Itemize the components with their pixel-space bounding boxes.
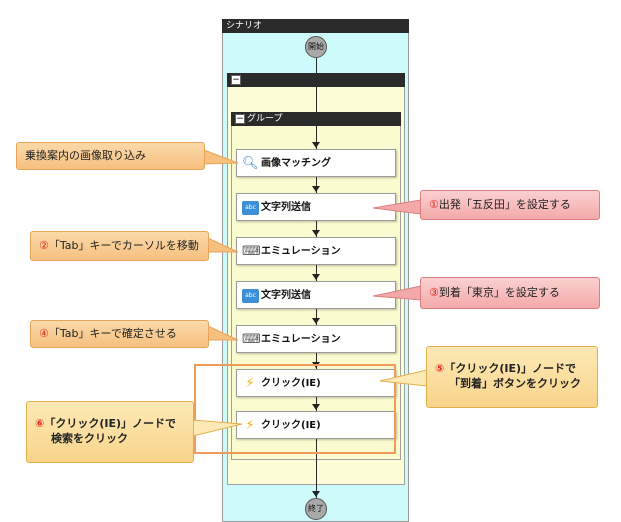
- flow-arrow: [312, 404, 320, 410]
- node-text-send[interactable]: abc 文字列送信: [236, 281, 396, 309]
- end-node[interactable]: 終了: [305, 498, 327, 520]
- callout-text: 出発「五反田」を設定する: [438, 197, 571, 211]
- callout-text: 乗換案内の画像取り込み: [25, 148, 146, 162]
- node-label: クリック(IE): [261, 378, 321, 389]
- collapse-toggle-button[interactable]: −: [231, 75, 241, 85]
- flow-arrow: [312, 491, 320, 497]
- lightning-icon: ⚡︎: [245, 418, 255, 433]
- flow-arrow: [312, 318, 320, 324]
- callout-step-2: ②「Tab」キーでカーソルを移動: [30, 231, 209, 261]
- text-send-icon: abc: [242, 201, 259, 215]
- flow-arrow: [312, 230, 320, 236]
- start-node[interactable]: 開始: [305, 36, 327, 58]
- node-text-send[interactable]: abc 文字列送信: [236, 193, 396, 221]
- callout-text: 「Tab」キーでカーソルを移動: [48, 238, 199, 252]
- callout-text-line2: 検索をクリック: [51, 432, 128, 445]
- flow-arrow: [312, 274, 320, 280]
- scenario-title: シナリオ: [222, 19, 409, 33]
- emulation-icon: ⌨: [242, 332, 261, 347]
- callout-image-capture: 乗換案内の画像取り込み: [16, 142, 205, 170]
- callout-step-4: ④「Tab」キーで確定させる: [30, 320, 209, 348]
- emulation-icon: ⌨: [242, 244, 261, 259]
- flow-arrow: [312, 186, 320, 192]
- step-number: ④: [39, 326, 49, 340]
- node-click-ie[interactable]: ⚡︎ クリック(IE): [236, 369, 396, 397]
- highlight-box: [194, 364, 396, 454]
- step-number: ⑤: [435, 362, 445, 376]
- node-label: クリック(IE): [261, 420, 321, 431]
- callout-text: 到着「東京」を設定する: [438, 285, 560, 299]
- magnifier-icon: 🔍︎: [242, 156, 259, 171]
- node-label: エミュレーション: [261, 334, 341, 345]
- step-number: ①: [429, 197, 439, 211]
- callout-step-5: ⑤「クリック(IE)」ノードで 「到着」ボタンをクリック: [426, 346, 598, 408]
- node-emulation[interactable]: ⌨ エミュレーション: [236, 325, 396, 353]
- group-collapse-toggle-button[interactable]: −: [235, 114, 245, 124]
- callout-text: 「Tab」キーで確定させる: [48, 326, 177, 340]
- callout-step-6: ⑥「クリック(IE)」ノードで 検索をクリック: [26, 401, 194, 463]
- step-number: ⑥: [35, 417, 45, 431]
- node-label: 画像マッチング: [261, 158, 331, 169]
- node-label: エミュレーション: [261, 246, 341, 257]
- callout-text-line1: 「クリック(IE)」ノードで: [44, 417, 176, 431]
- node-label: 文字列送信: [261, 290, 311, 301]
- callout-text-line2: 「到着」ボタンをクリック: [449, 377, 581, 390]
- lightning-icon: ⚡︎: [245, 376, 255, 391]
- node-emulation[interactable]: ⌨ エミュレーション: [236, 237, 396, 265]
- step-number: ②: [39, 238, 49, 252]
- callout-text-line1: 「クリック(IE)」ノードで: [444, 362, 576, 376]
- step-number: ③: [429, 285, 439, 299]
- text-send-icon: abc: [242, 289, 259, 303]
- node-image-matching[interactable]: 🔍︎ 画像マッチング: [236, 149, 396, 177]
- node-label: 文字列送信: [261, 202, 311, 213]
- node-click-ie[interactable]: ⚡︎ クリック(IE): [236, 411, 396, 439]
- group-label: グループ: [247, 114, 283, 124]
- flow-arrow: [312, 142, 320, 148]
